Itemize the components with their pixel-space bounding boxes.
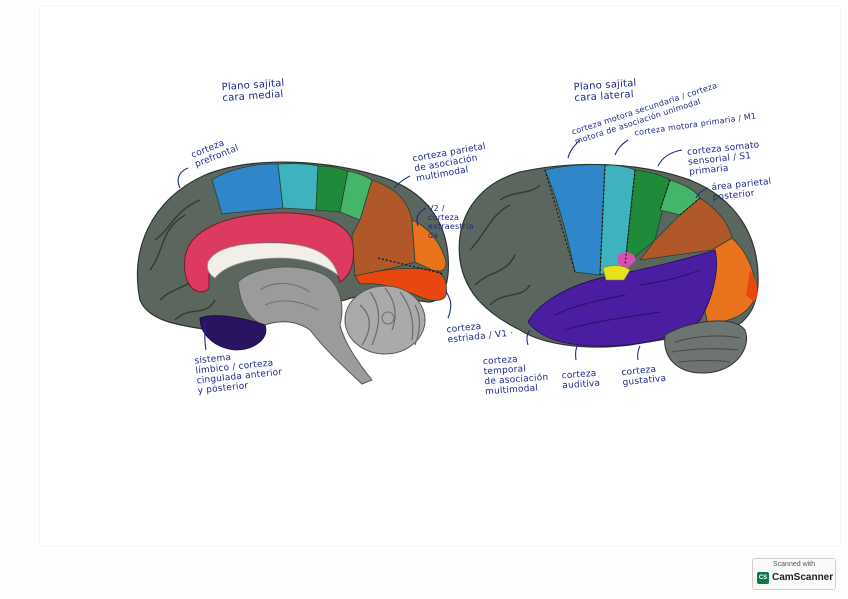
annotation-arrows: [177, 139, 709, 361]
label-v2: V2 / corteza extraestria da: [428, 204, 474, 240]
lateral-temporal-region: [527, 249, 717, 347]
arrow-gustatory: [637, 345, 641, 361]
camscanner-logo-icon: CS: [757, 572, 769, 584]
medial-temporal-region: [199, 315, 267, 351]
arrow-auditory: [575, 343, 579, 361]
lateral-somatosensory-region: [624, 169, 671, 266]
arrow-premotor: [567, 139, 581, 159]
lateral-gustatory-region: [602, 265, 631, 281]
lateral-title: Plano sajital cara lateral: [573, 77, 637, 105]
arrow-somatosensory: [657, 149, 683, 167]
arrow-striate: [445, 291, 452, 319]
watermark-caption: Scanned with: [772, 561, 816, 568]
medial-cerebellum: [344, 285, 426, 355]
medial-corpus-callosum: [207, 242, 339, 279]
arrow-motor-primary: [614, 139, 629, 156]
medial-brain: [136, 161, 450, 385]
medial-blue-region: [211, 163, 284, 215]
medial-title: Plano sajital cara medial: [221, 77, 285, 105]
arrow-limbic: [204, 321, 207, 351]
watermark-brand: CamScanner: [772, 572, 834, 583]
arrow-prefrontal: [177, 167, 189, 189]
lateral-brain: [458, 163, 759, 374]
lateral-cerebellum: [664, 320, 747, 374]
lateral-premotor-region: [544, 164, 606, 276]
arrow-v2: [416, 207, 427, 227]
lateral-occipital-tip: [746, 270, 758, 302]
camscanner-watermark: Scanned with CS CamScanner: [752, 558, 836, 590]
arrow-parietal-assoc: [393, 175, 411, 189]
label-temporal-assoc: corteza temporal de asociación multimoda…: [482, 354, 549, 398]
arrow-parietal-post: [695, 187, 709, 199]
arrow-temporal-assoc: [526, 329, 531, 346]
lateral-insula-magenta: [618, 252, 636, 268]
label-auditory: corteza auditiva: [561, 368, 601, 392]
lateral-posterior-parietal-region: [639, 197, 733, 261]
medial-teal-region: [277, 163, 319, 211]
